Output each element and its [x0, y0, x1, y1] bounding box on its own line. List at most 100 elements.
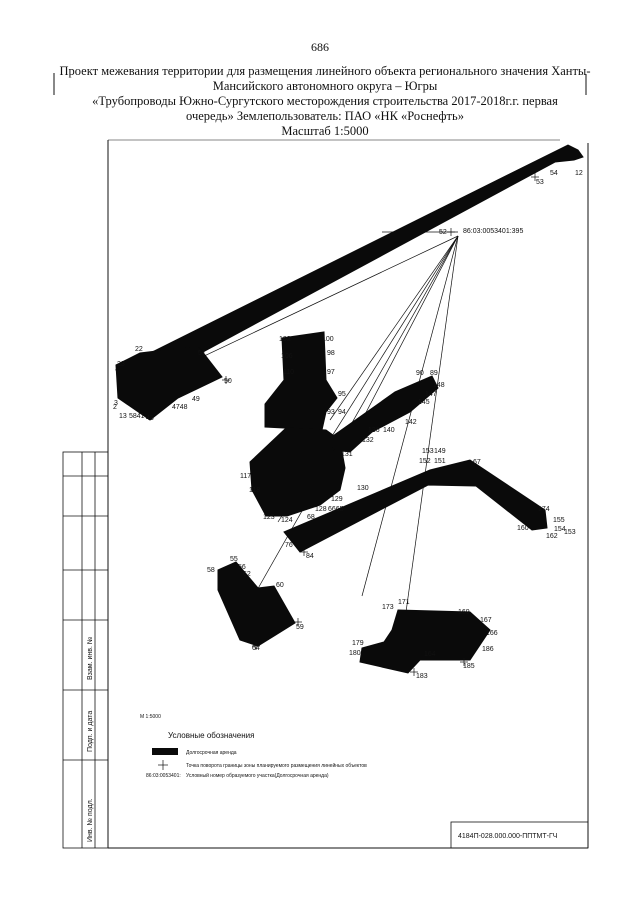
legend-item-point: Точка поворота границы зоны планируемого…: [186, 762, 367, 769]
page-number: 686: [311, 40, 329, 54]
label-129: 129: [331, 496, 343, 503]
label-140: 140: [383, 427, 395, 434]
label-132: 132: [362, 437, 374, 444]
label-55: 55: [230, 556, 238, 563]
label-179: 179: [352, 640, 364, 647]
label-60: 60: [276, 582, 284, 589]
stamp-inv-number: Инв. № подл.: [87, 798, 94, 842]
parcel-ne-arm: [329, 375, 439, 453]
label-153a: 153: [422, 448, 434, 455]
cadastral-number-label: 86:03:0053401:395: [463, 228, 523, 235]
label-49: 49: [192, 396, 200, 403]
legend-item-number-key: 86:03:0053401:: [146, 773, 181, 779]
label-4748: 4748: [172, 404, 188, 411]
label-155: 155: [553, 517, 565, 524]
label-117: 117: [240, 473, 251, 480]
label-89: 89: [430, 370, 438, 377]
label-53: 53: [536, 179, 544, 186]
label-124: 124: [281, 517, 293, 524]
label-186: 186: [482, 646, 494, 653]
parcel-south-block: [359, 609, 491, 674]
label-50: 50: [224, 378, 232, 385]
label-167: 167: [480, 617, 492, 624]
turning-points: [222, 173, 539, 676]
label-102: 102: [279, 336, 291, 343]
legend-lease-swatch: [152, 748, 178, 755]
label-95: 95: [338, 391, 346, 398]
label-151: 151: [434, 458, 446, 465]
parcel-sw-block: [217, 561, 296, 647]
map-scale: М 1:5000: [140, 714, 161, 720]
drawing-code-box: [450, 821, 589, 849]
label-59: 59: [296, 624, 304, 631]
label-154: 154: [554, 526, 566, 533]
label-93: 93: [327, 409, 335, 416]
label-100: 100: [322, 336, 334, 343]
label-173: 173: [382, 604, 394, 611]
label-147: 147: [425, 391, 437, 398]
label-54: 54: [550, 170, 558, 177]
legend-point-symbol: [158, 760, 168, 770]
parcel-central-large: [249, 427, 346, 517]
document-heading: Проект межевания территории для размещен…: [50, 64, 600, 139]
label-68: 68: [307, 514, 315, 521]
label-62: 62: [243, 571, 251, 578]
label-118: 118: [249, 487, 260, 494]
heading-line-4: очередь» Землепользователь: ПАО «НК «Рос…: [186, 109, 464, 123]
label-169: 169: [458, 609, 470, 616]
stamp-replace-inv: Взам. инв. №: [87, 637, 94, 680]
legend-item-lease: Долгосрочная аренда: [186, 750, 237, 756]
drawing-code: 4184П-028.000.000-ППТМТ-ГЧ: [458, 833, 558, 840]
label-94: 94: [338, 409, 346, 416]
label-148: 148: [433, 382, 445, 389]
label-183: 183: [416, 673, 428, 680]
label-6665: 6665: [328, 506, 344, 513]
parcel-east-corridor: [283, 459, 548, 553]
label-185: 185: [463, 663, 475, 670]
side-stamp: [62, 451, 109, 849]
parcel-central-north: [264, 331, 338, 431]
label-43: 43: [146, 415, 154, 422]
stamp-sign-date: Подп. и дата: [87, 711, 94, 752]
label-23: 23: [117, 361, 125, 368]
label-84: 84: [306, 553, 314, 560]
label-145: 145: [418, 399, 430, 406]
parcel-corridor-main: [115, 144, 584, 387]
legend-title: Условные обозначения: [168, 731, 254, 740]
label-56: 56: [238, 564, 246, 571]
label-22: 22: [135, 346, 143, 353]
heading-line-2: Мансийского автономного округа – Югры: [212, 79, 438, 93]
label-64: 64: [252, 645, 260, 652]
label-149: 149: [434, 448, 446, 455]
label-67: 67: [473, 459, 481, 466]
label-5841: 5841: [129, 413, 145, 420]
label-128: 128: [315, 506, 327, 513]
label-123: 123: [263, 514, 275, 521]
lease-parcels: [115, 144, 584, 674]
heading-line-1: Проект межевания территории для размещен…: [59, 64, 591, 78]
label-136: 136: [368, 427, 380, 434]
point-labels: 22 23 2 3 13 5841 43 4748 49 50 51 52 53…: [113, 170, 583, 680]
label-160: 160: [517, 525, 529, 532]
label-153: 153: [564, 529, 576, 536]
legend-item-number: Условный номер образуемого участка(Долго…: [186, 772, 329, 779]
label-174: 174: [538, 506, 550, 513]
parcel-west-block: [115, 345, 223, 421]
label-171: 171: [398, 599, 410, 606]
label-180: 180: [349, 650, 361, 657]
label-142: 142: [405, 419, 417, 426]
label-162: 162: [546, 533, 558, 540]
label-58: 58: [207, 567, 215, 574]
label-76: 76: [285, 542, 293, 549]
label-12: 12: [575, 170, 583, 177]
label-97: 97: [327, 369, 335, 376]
label-3: 3: [114, 400, 118, 407]
label-166: 166: [486, 630, 498, 637]
label-110: 110: [283, 369, 294, 376]
heading-line-3: «Трубопроводы Южно-Сургутского месторожд…: [92, 94, 558, 108]
label-98: 98: [327, 350, 335, 357]
label-106: 106: [281, 353, 293, 360]
label-52: 52: [439, 229, 447, 236]
label-90: 90: [416, 370, 424, 377]
label-13: 13: [119, 413, 127, 420]
